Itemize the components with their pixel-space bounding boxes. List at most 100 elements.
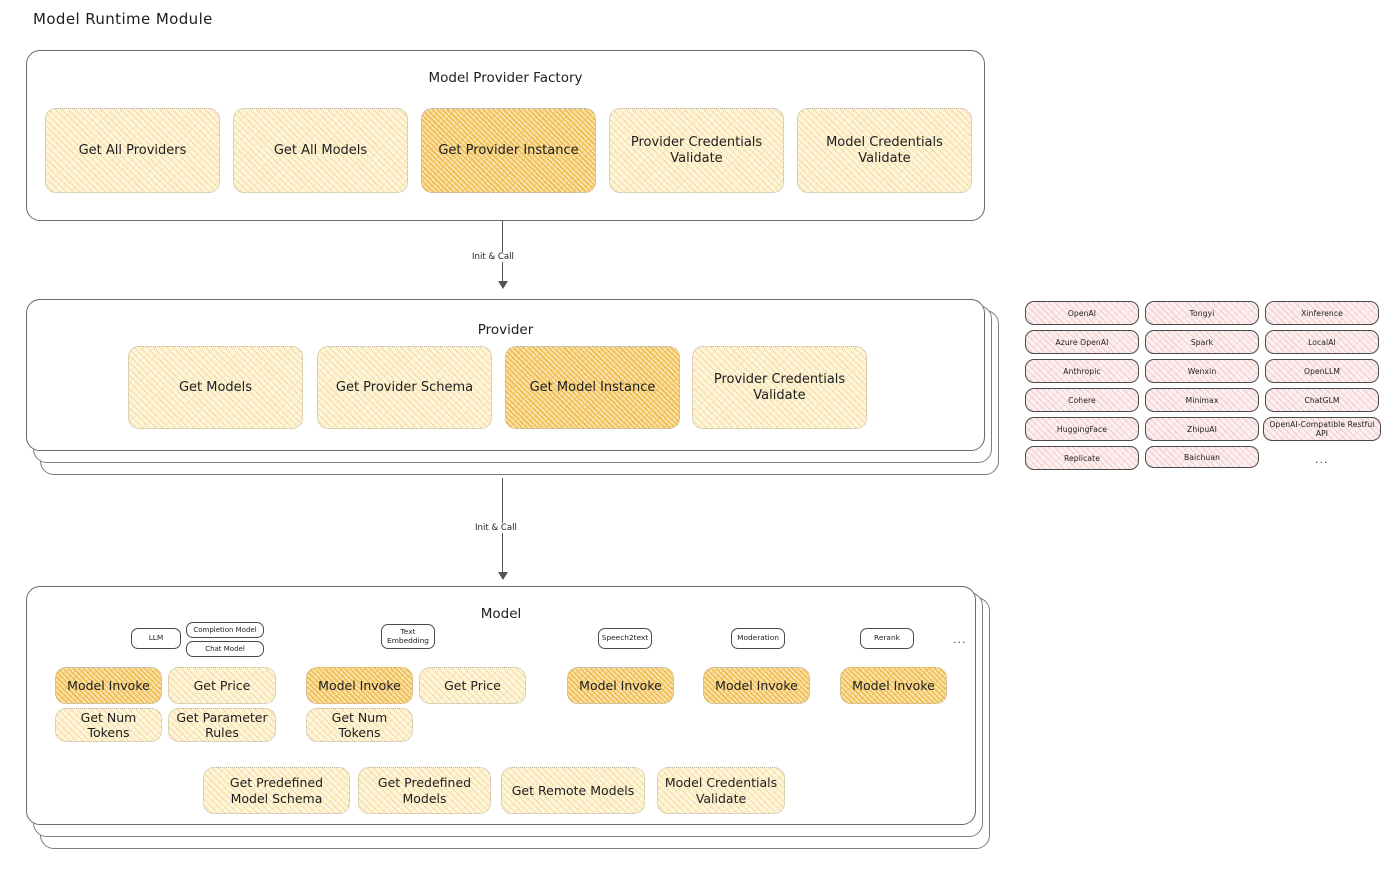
provider-chip-spark[interactable]: Spark <box>1145 330 1259 354</box>
model-title: Model <box>480 606 522 622</box>
connector-factory-to-provider-label: Init & Call <box>469 252 517 262</box>
provider-chip-tongyi[interactable]: Tongyi <box>1145 301 1259 325</box>
provider-chip-zhipuai[interactable]: ZhipuAI <box>1145 417 1259 441</box>
provider-chip-openllm[interactable]: OpenLLM <box>1265 359 1379 383</box>
provider-chip-label: OpenAI-Compatible Restful API <box>1269 420 1375 438</box>
model-shared-method-model-credentials-validate[interactable]: Model Credentials Validate <box>657 767 785 814</box>
model-type-badge-label: Rerank <box>874 633 900 643</box>
model-provider-factory-title: Model Provider Factory <box>428 70 583 86</box>
provider-chip-label: Replicate <box>1063 453 1101 463</box>
provider-box-get-provider-schema[interactable]: Get Provider Schema <box>317 346 492 429</box>
provider-chip-anthropic[interactable]: Anthropic <box>1025 359 1139 383</box>
provider-chip-label: OpenAI <box>1067 308 1097 318</box>
model-method-label: Get Price <box>444 677 501 693</box>
provider-chip-cohere[interactable]: Cohere <box>1025 388 1139 412</box>
model-shared-method-get-predefined-models[interactable]: Get Predefined Models <box>358 767 491 814</box>
provider-chip-label: Anthropic <box>1063 366 1101 376</box>
model-type-badge-label: Speech2text <box>601 633 649 643</box>
provider-chip-label: HuggingFace <box>1056 424 1108 434</box>
model-shared-method-label: Get Predefined Models <box>377 775 472 806</box>
provider-chip-minimax[interactable]: Minimax <box>1145 388 1259 412</box>
model-subtype-badge-label: Chat Model <box>205 644 245 653</box>
model-method-llm-get-num-tokens[interactable]: Get Num Tokens <box>55 708 162 742</box>
model-provider-factory-panel: Model Provider Factory Get All Providers… <box>26 50 985 221</box>
factory-box-get-provider-instance[interactable]: Get Provider Instance <box>421 108 596 193</box>
provider-box-get-models[interactable]: Get Models <box>128 346 303 429</box>
model-shared-method-label: Get Remote Models <box>511 782 635 798</box>
factory-box-get-all-models[interactable]: Get All Models <box>233 108 408 193</box>
factory-box-label: Model Credentials Validate <box>826 134 943 166</box>
provider-chip-label: OpenLLM <box>1304 366 1340 376</box>
model-method-label: Model Invoke <box>579 677 662 693</box>
provider-chip-openai-compatible-restful-api[interactable]: OpenAI-Compatible Restful API <box>1263 417 1381 441</box>
provider-chip-huggingface[interactable]: HuggingFace <box>1025 417 1139 441</box>
provider-box-label: Get Model Instance <box>529 379 656 395</box>
provider-chip-label: Xinference <box>1301 308 1343 318</box>
provider-box-label: Provider Credentials Validate <box>713 371 846 403</box>
provider-chip-label: Spark <box>1190 337 1214 347</box>
provider-chip-label: Minimax <box>1185 395 1219 405</box>
factory-box-label: Provider Credentials Validate <box>630 134 763 166</box>
model-method-text-embedding-get-num-tokens[interactable]: Get Num Tokens <box>306 708 413 742</box>
provider-chip-label: Cohere <box>1068 395 1096 405</box>
model-method-label: Model Invoke <box>318 677 401 693</box>
model-method-moderation-model-invoke[interactable]: Model Invoke <box>703 667 810 704</box>
factory-box-get-all-providers[interactable]: Get All Providers <box>45 108 220 193</box>
model-method-llm-model-invoke[interactable]: Model Invoke <box>55 667 162 704</box>
provider-chip-wenxin[interactable]: Wenxin <box>1145 359 1259 383</box>
model-method-rerank-model-invoke[interactable]: Model Invoke <box>840 667 947 704</box>
model-panel: Model LLM Completion Model Chat Model Mo… <box>26 586 976 825</box>
connector-provider-to-model-arrowhead <box>498 572 508 580</box>
model-method-label: Get Price <box>193 677 251 693</box>
model-subtype-badge-label: Completion Model <box>193 625 257 634</box>
factory-box-label: Get All Providers <box>78 142 187 158</box>
model-method-llm-get-parameter-rules[interactable]: Get Parameter Rules <box>168 708 276 742</box>
model-method-label: Model Invoke <box>715 677 798 693</box>
provider-box-label: Get Provider Schema <box>335 379 474 395</box>
model-method-text-embedding-model-invoke[interactable]: Model Invoke <box>306 667 413 704</box>
provider-chip-azure-openai[interactable]: Azure OpenAI <box>1025 330 1139 354</box>
provider-chip-label: Tongyi <box>1189 308 1215 318</box>
provider-chip-baichuan[interactable]: Baichuan <box>1145 446 1259 468</box>
connector-provider-to-model-label: Init & Call <box>472 523 520 533</box>
model-type-badge-text-embedding[interactable]: Text Embedding <box>381 624 435 649</box>
model-method-text-embedding-get-price[interactable]: Get Price <box>419 667 526 704</box>
page-title: Model Runtime Module <box>33 10 213 28</box>
model-method-llm-get-price[interactable]: Get Price <box>168 667 276 704</box>
factory-box-provider-credentials-validate[interactable]: Provider Credentials Validate <box>609 108 784 193</box>
provider-chip-label: ZhipuAI <box>1187 424 1217 434</box>
model-type-badge-label: Text Embedding <box>387 626 429 645</box>
factory-box-label: Get All Models <box>273 142 368 158</box>
model-shared-method-get-remote-models[interactable]: Get Remote Models <box>501 767 645 814</box>
model-type-badge-label: Moderation <box>737 633 779 643</box>
provider-panel: Provider Get Models Get Provider Schema … <box>26 299 985 451</box>
factory-box-model-credentials-validate[interactable]: Model Credentials Validate <box>797 108 972 193</box>
connector-factory-to-provider-arrowhead <box>498 281 508 289</box>
model-type-badge-rerank[interactable]: Rerank <box>860 628 914 649</box>
factory-box-label: Get Provider Instance <box>438 142 579 158</box>
provider-chip-label: Baichuan <box>1183 452 1221 462</box>
model-method-label: Get Num Tokens <box>80 709 137 740</box>
provider-chip-label: ChatGLM <box>1304 395 1340 405</box>
provider-chip-chatglm[interactable]: ChatGLM <box>1265 388 1379 412</box>
model-method-label: Model Invoke <box>852 677 935 693</box>
model-subtype-badge-completion-model[interactable]: Completion Model <box>186 622 264 638</box>
provider-chip-openai[interactable]: OpenAI <box>1025 301 1139 325</box>
model-types-more-ellipsis: ... <box>953 633 967 646</box>
provider-chip-replicate[interactable]: Replicate <box>1025 446 1139 470</box>
provider-chip-localai[interactable]: LocalAI <box>1265 330 1379 354</box>
provider-chip-label: LocalAI <box>1308 337 1336 347</box>
model-method-label: Get Num Tokens <box>331 709 388 740</box>
model-method-speech2text-model-invoke[interactable]: Model Invoke <box>567 667 674 704</box>
model-type-badge-moderation[interactable]: Moderation <box>731 628 785 649</box>
provider-box-get-model-instance[interactable]: Get Model Instance <box>505 346 680 429</box>
model-type-badge-llm[interactable]: LLM <box>131 628 181 649</box>
model-method-label: Get Parameter Rules <box>176 709 268 740</box>
provider-box-provider-credentials-validate[interactable]: Provider Credentials Validate <box>692 346 867 429</box>
provider-list-more-ellipsis: ... <box>1315 453 1329 466</box>
model-type-badge-label: LLM <box>148 633 164 643</box>
model-shared-method-get-predefined-model-schema[interactable]: Get Predefined Model Schema <box>203 767 350 814</box>
model-subtype-badge-chat-model[interactable]: Chat Model <box>186 641 264 657</box>
provider-chip-xinference[interactable]: Xinference <box>1265 301 1379 325</box>
model-type-badge-speech2text[interactable]: Speech2text <box>598 628 652 649</box>
